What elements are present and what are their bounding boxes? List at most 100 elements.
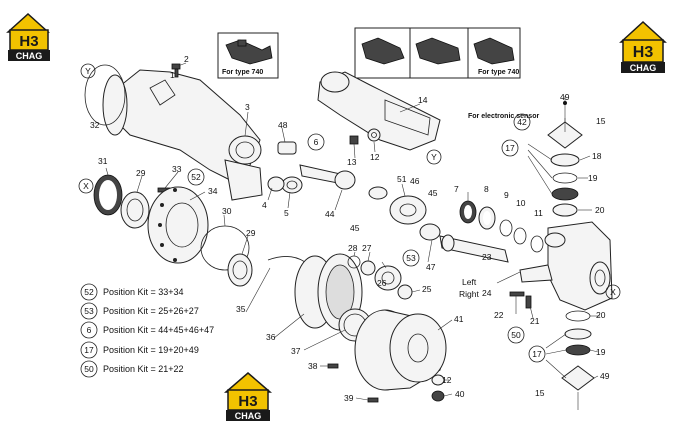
marker-x-right: X (605, 284, 621, 300)
label-1: 1 (170, 70, 175, 80)
label-7: 7 (454, 184, 459, 194)
bolt-2 (171, 63, 181, 78)
snap-ring-35 (267, 256, 306, 263)
label-46: 46 (410, 176, 420, 186)
washer-12-top (367, 128, 381, 142)
kit-row: 52 Position Kit = 33+34 (80, 283, 184, 301)
svg-text:50: 50 (511, 330, 521, 340)
label-13: 13 (347, 157, 357, 167)
svg-text:X: X (610, 287, 616, 297)
label-19-bottom: 19 (596, 347, 606, 357)
label-14: 14 (418, 95, 428, 105)
logo-text: H3 (238, 393, 257, 410)
kit-row: 17 Position Kit = 19+20+49 (80, 341, 199, 359)
label-9: 9 (504, 190, 509, 200)
label-21: 21 (530, 316, 540, 326)
label-4: 4 (262, 200, 267, 210)
kit-row: 53 Position Kit = 25+26+27 (80, 302, 199, 320)
kit-legend: 52 Position Kit = 33+34 53 Position Kit … (80, 283, 214, 378)
kit-row: 6 Position Kit = 44+45+46+47 (80, 321, 214, 339)
leader-lines (105, 62, 600, 401)
label-18: 18 (592, 151, 602, 161)
bearing-4 (267, 176, 285, 192)
bearing-5 (281, 176, 303, 194)
label-39: 39 (344, 393, 354, 403)
label-38: 38 (308, 361, 318, 371)
label-31: 31 (98, 156, 108, 166)
svg-text:17: 17 (84, 345, 94, 355)
svg-text:Position Kit = 33+34: Position Kit = 33+34 (103, 287, 184, 297)
label-11: 11 (534, 208, 543, 218)
callout-50: 50 (507, 326, 525, 344)
seal-rings-7-11 (459, 200, 544, 253)
label-32: 32 (90, 120, 100, 130)
bolt-22 (509, 291, 532, 309)
label-right: Right (459, 289, 479, 299)
part-labels: 2 1 3 4 5 48 14 12 13 44 51 46 45 45 47 … (90, 54, 610, 403)
callout-6: 6 (307, 133, 325, 151)
svg-text:Position Kit = 44+45+46+47: Position Kit = 44+45+46+47 (103, 325, 214, 335)
label-37: 37 (291, 346, 301, 356)
label-41: 41 (454, 314, 464, 324)
svg-text:Position Kit = 19+20+49: Position Kit = 19+20+49 (103, 345, 199, 355)
spider-45-46 (368, 186, 441, 241)
washer-27 (360, 260, 376, 276)
axle-housing-left (102, 69, 263, 201)
logo-text: H3 (633, 44, 654, 61)
label-25: 25 (422, 284, 432, 294)
label-15-bottom: 15 (535, 388, 545, 398)
callout-52: 52 (187, 168, 205, 186)
svg-text:53: 53 (406, 253, 416, 263)
svg-text:Y: Y (431, 152, 437, 162)
label-29-top: 29 (136, 168, 146, 178)
snap-ring-25 (397, 284, 413, 300)
logo-top-right: H3 CHAG (619, 20, 667, 73)
drive-shaft-47 (439, 234, 509, 263)
label-28: 28 (348, 243, 358, 253)
svg-text:X: X (83, 181, 89, 191)
label-26: 26 (377, 278, 387, 288)
label-20-bottom: 20 (596, 310, 606, 320)
label-29-bottom: 29 (246, 228, 256, 238)
label-45-right: 45 (428, 188, 438, 198)
callout-17-bottom: 17 (528, 345, 546, 363)
planetary-housing-41 (354, 309, 447, 391)
marker-x-left: X (78, 178, 94, 194)
label-44: 44 (325, 209, 335, 219)
label-51: 51 (397, 174, 407, 184)
logo-subtext: CHAG (235, 411, 262, 421)
bearing-29-lower (227, 253, 253, 287)
label-30: 30 (222, 206, 232, 216)
kingpin-top-stack (547, 96, 583, 217)
ring-gear-36 (294, 253, 363, 331)
bearing-29-upper (120, 191, 150, 229)
label-34: 34 (208, 186, 218, 196)
label-23: 23 (482, 252, 492, 262)
svg-text:6: 6 (87, 325, 92, 335)
logo-subtext: CHAG (630, 63, 657, 73)
kit-row: 50 Position Kit = 21+22 (80, 360, 184, 378)
bolt-13 (349, 135, 359, 145)
svg-text:Position Kit = 21+22: Position Kit = 21+22 (103, 364, 184, 374)
marker-y-left: Y (80, 63, 96, 79)
seal-ring-32 (84, 64, 126, 126)
callout-53: 53 (402, 249, 420, 267)
callout-17-top: 17 (501, 139, 519, 157)
label-35: 35 (236, 304, 246, 314)
svg-text:17: 17 (532, 349, 542, 359)
label-27: 27 (362, 243, 372, 253)
label-2: 2 (184, 54, 189, 64)
svg-text:Position Kit = 25+26+27: Position Kit = 25+26+27 (103, 306, 199, 316)
svg-text:52: 52 (191, 172, 201, 182)
svg-text:42: 42 (517, 117, 527, 127)
label-19-top: 19 (588, 173, 598, 183)
label-3: 3 (245, 102, 250, 112)
svg-text:17: 17 (505, 143, 515, 153)
wheel-hub-34 (147, 186, 209, 264)
label-20-top: 20 (595, 205, 605, 215)
logo-top-left: H3 CHAG (6, 12, 50, 61)
svg-text:50: 50 (84, 364, 94, 374)
planet-gear-26 (374, 265, 402, 291)
bolt-38 (327, 363, 339, 369)
